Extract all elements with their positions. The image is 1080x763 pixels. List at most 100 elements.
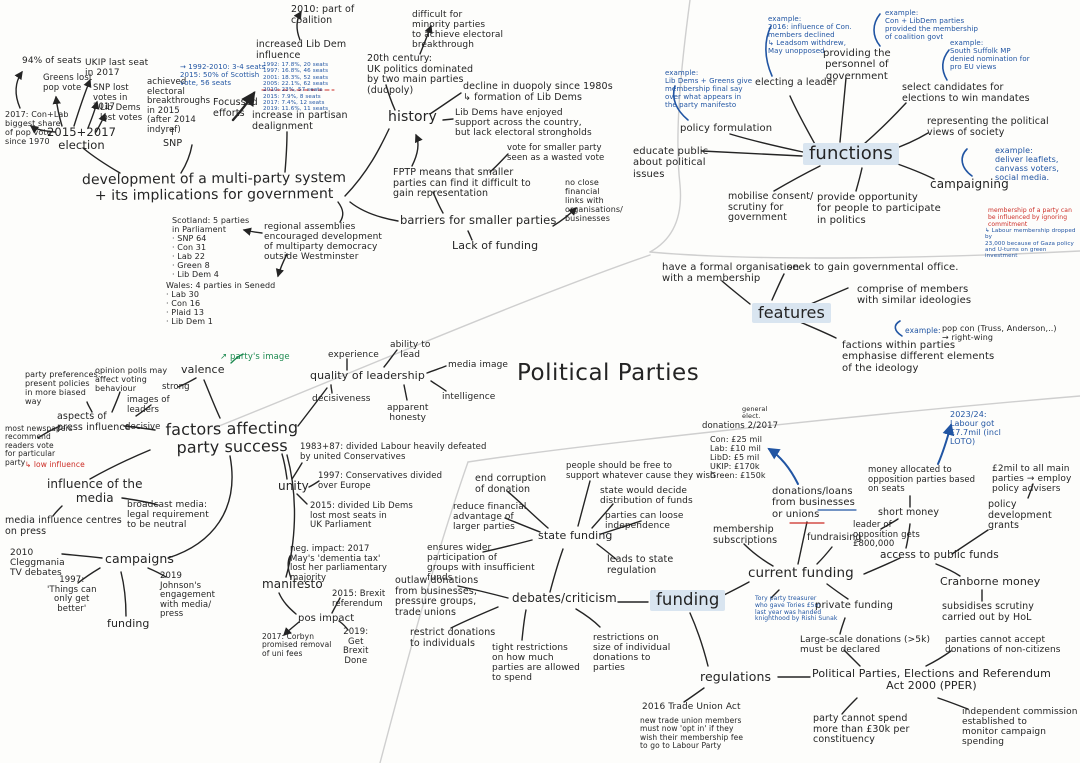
- connector-line: [284, 131, 288, 173]
- party-preferences-note: party preferences: present policies in m…: [25, 370, 101, 407]
- general-elect-note: general elect.: [742, 405, 768, 421]
- connector-line: [521, 609, 527, 641]
- electing-leader-note: electing a leader: [755, 77, 837, 88]
- connector-line: [701, 150, 803, 157]
- restrictions-size-note: restrictions on size of individual donat…: [593, 633, 671, 674]
- connector-line: [937, 423, 955, 465]
- connector-line: [293, 10, 302, 41]
- connector-line: [349, 201, 399, 222]
- connector-line: [213, 254, 651, 429]
- connector-line: [111, 391, 121, 413]
- state-funding-hub: state funding: [538, 529, 613, 542]
- connector-line: [575, 608, 601, 628]
- ex-popcon-label-blue: example:: [905, 326, 941, 335]
- ex-coalition-blue: example: Con + LibDem parties provided t…: [885, 9, 979, 41]
- connector-line: [504, 517, 541, 533]
- provide-opportunity-note: provide opportunity for people to partic…: [817, 192, 941, 226]
- connector-line: [672, 85, 689, 121]
- connector-line: [403, 384, 408, 401]
- connector-line: [839, 77, 847, 143]
- connector-line: [467, 230, 473, 241]
- connector-line: [287, 555, 292, 579]
- brexit-ref-note: 2015: Brexit referendum: [332, 589, 386, 609]
- connector-line: [52, 95, 63, 127]
- connector-line: [283, 621, 300, 636]
- mobilise-note: mobilise consent/ scrutiny for governmen…: [728, 191, 814, 224]
- connector-line: [429, 92, 462, 115]
- connector-line: [457, 585, 509, 599]
- connector-line: [135, 404, 152, 417]
- history-hub: history: [388, 109, 437, 125]
- tu-act-detail-note: new trade union members must now 'opt in…: [640, 716, 744, 751]
- connector-line: [52, 505, 63, 517]
- ppera-note: Political Parties, Elections and Referen…: [812, 667, 1051, 693]
- connector-line: [167, 455, 233, 559]
- libdems-votes-note: Lib Dems lost votes: [100, 103, 143, 123]
- connector-line: [961, 148, 973, 177]
- connector-line: [147, 567, 167, 578]
- connector-line: [86, 401, 93, 413]
- cranborne-note: Cranborne money: [940, 575, 1041, 588]
- connector-line: [121, 497, 159, 506]
- coalition-2010-note: 2010: part of coalition: [291, 4, 355, 26]
- connector-line: [552, 207, 577, 227]
- quality-leadership-hub: quality of leadership: [310, 369, 425, 382]
- connector-line: [770, 589, 780, 599]
- educate-public-note: educate public about political issues: [633, 146, 709, 180]
- manifesto-hub: manifesto: [262, 577, 323, 591]
- dev-heading: development of a multi-party system + it…: [81, 169, 347, 204]
- representing-views-note: representing the political views of soci…: [927, 116, 1049, 138]
- connector-line: [430, 380, 447, 392]
- connector-line: [450, 606, 499, 629]
- connector-line: [419, 24, 433, 55]
- short-money-note: short money: [878, 507, 940, 518]
- neg-impact-note: neg. impact: 2017 May's 'dementia tax' l…: [290, 544, 388, 583]
- providing-personnel-note: providing the personnel of government: [823, 48, 891, 82]
- seats-94-note: 94% of seats: [22, 56, 82, 66]
- experience-note: experience: [328, 350, 379, 360]
- membership-subs-note: membership subscriptions: [713, 524, 778, 546]
- newspapers-note: most newspapers recommend readers vote f…: [5, 424, 73, 467]
- connector-line: [721, 280, 751, 305]
- connector-line: [591, 503, 614, 529]
- connector-line: [180, 144, 193, 174]
- regional-assemblies-note: regional assemblies encouraged developme…: [264, 222, 383, 263]
- connector-line: [600, 520, 642, 535]
- connector-line: [506, 490, 549, 529]
- connector-line: [489, 153, 509, 173]
- policy-formulation-note: policy formulation: [680, 123, 773, 134]
- outlaw-donations-note: outlaw donations from businesses, pressu…: [395, 575, 479, 619]
- connector-line: [231, 91, 256, 122]
- formal-organisation-note: have a formal organisation with a member…: [662, 262, 800, 285]
- labour-drop-blue: ↳ Labour membership dropped by 23,000 be…: [985, 228, 1076, 260]
- reduce-advantage-note: reduce financial advantage of larger par…: [453, 502, 527, 533]
- connector-line: [863, 102, 907, 145]
- connector-line: [1027, 483, 1034, 499]
- features-hub: features: [752, 303, 831, 324]
- ex-leaflets-blue: example: deliver leaflets, canvass voter…: [995, 146, 1060, 183]
- connector-line: [442, 118, 454, 121]
- funding-campaigns-note: funding: [107, 617, 150, 630]
- ukip-seat-note: UKIP last seat in 2017: [85, 58, 149, 79]
- connector-line: [773, 165, 821, 192]
- factors-hub: factors affecting party success: [165, 417, 299, 458]
- connector-line: [596, 543, 617, 560]
- non-citizens-note: parties cannot accept donations of non-c…: [945, 635, 1061, 656]
- connector-line: [891, 161, 935, 180]
- regulations-hub: regulations: [700, 669, 772, 684]
- decisive-note: decisive: [125, 422, 161, 432]
- connector-line: [816, 546, 833, 565]
- connector-line: [383, 349, 398, 368]
- connector-line: [278, 592, 297, 615]
- tory-note-blue: Tory party treasurer who gave Tories £5m…: [755, 595, 838, 623]
- connector-line: [291, 462, 303, 480]
- connector-line: [82, 147, 121, 174]
- membership-influence-red: membership of a party can be influenced …: [988, 207, 1072, 228]
- fptp-note: FPTP means that smaller parties can find…: [393, 167, 531, 200]
- achieved-breakthroughs-note: achieved electoral breakthroughs in 2015…: [147, 77, 211, 135]
- wasted-vote-note: vote for smaller party seen as a wasted …: [507, 143, 605, 163]
- connector-line: [789, 95, 817, 147]
- donations-loans-note: donations/loans from businesses or union…: [772, 486, 855, 520]
- intelligence-note: intelligence: [442, 392, 496, 402]
